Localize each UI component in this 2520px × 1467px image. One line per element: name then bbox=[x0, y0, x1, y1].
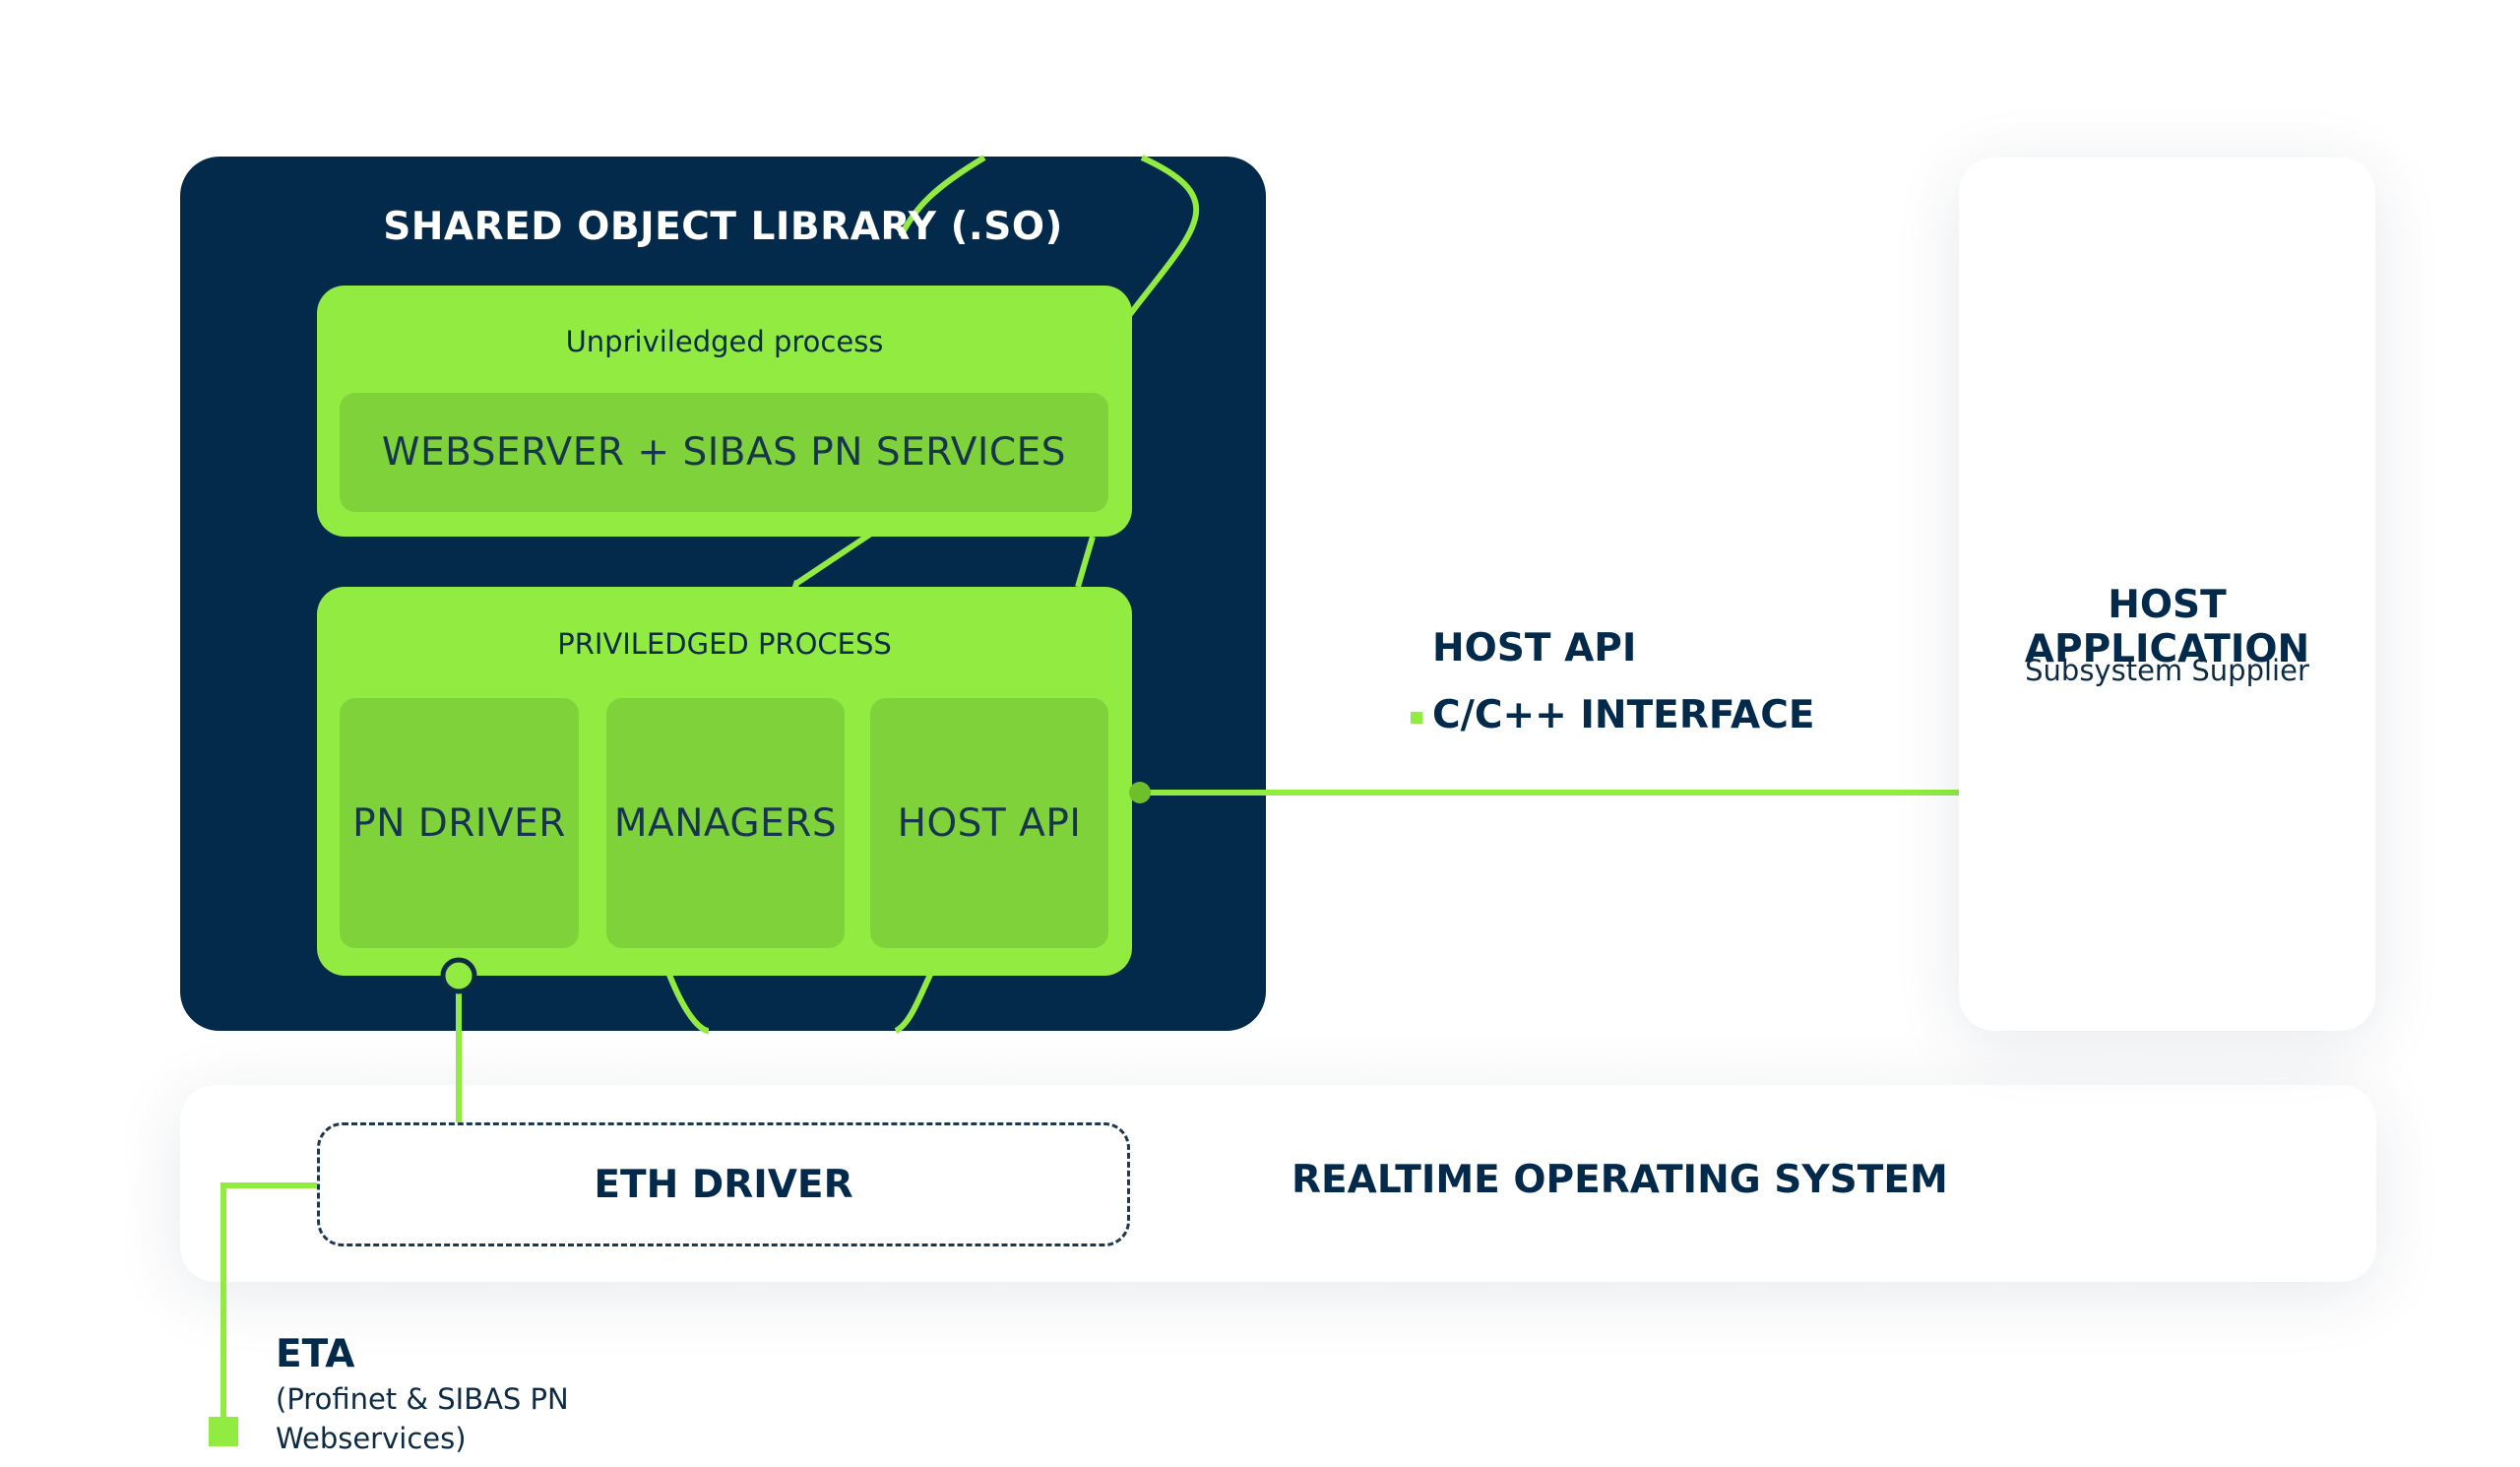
managers-label: MANAGERS bbox=[613, 800, 838, 846]
shared-library-title: SHARED OBJECT LIBRARY (.SO) bbox=[383, 205, 1063, 249]
privileged-process-label: PRIVILEDGED PROCESS bbox=[557, 627, 892, 661]
interface-marker-icon bbox=[1411, 712, 1422, 724]
cpp-interface-label: C/C++ INTERFACE bbox=[1432, 693, 1815, 737]
host-api-module: HOST API bbox=[870, 698, 1108, 948]
host-api-module-label: HOST API bbox=[897, 800, 1082, 846]
webserver-module-label: WEBSERVER + SIBAS PN SERVICES bbox=[381, 430, 1067, 475]
webserver-module: WEBSERVER + SIBAS PN SERVICES bbox=[340, 393, 1108, 512]
eth-driver-label: ETH DRIVER bbox=[594, 1162, 853, 1207]
pn-driver-label: PN DRIVER bbox=[352, 800, 566, 846]
unprivileged-process-label: Unpriviledged process bbox=[565, 325, 884, 358]
eth-driver-box: ETH DRIVER bbox=[317, 1122, 1130, 1246]
host-api-interface-title: HOST API bbox=[1432, 626, 1637, 670]
eta-terminal-icon bbox=[209, 1417, 238, 1446]
pn-driver-module: PN DRIVER bbox=[340, 698, 579, 948]
host-application-subtitle: Subsystem Supplier bbox=[2025, 654, 2309, 687]
managers-module: MANAGERS bbox=[606, 698, 845, 948]
eta-description: (Profinet & SIBAS PN Webservices) bbox=[276, 1382, 569, 1455]
eta-title: ETA bbox=[276, 1332, 355, 1376]
host-application-box bbox=[1959, 158, 2375, 1031]
rtos-label: REALTIME OPERATING SYSTEM bbox=[1292, 1158, 1948, 1202]
host-application-title: HOST APPLICATION bbox=[2024, 583, 2310, 671]
